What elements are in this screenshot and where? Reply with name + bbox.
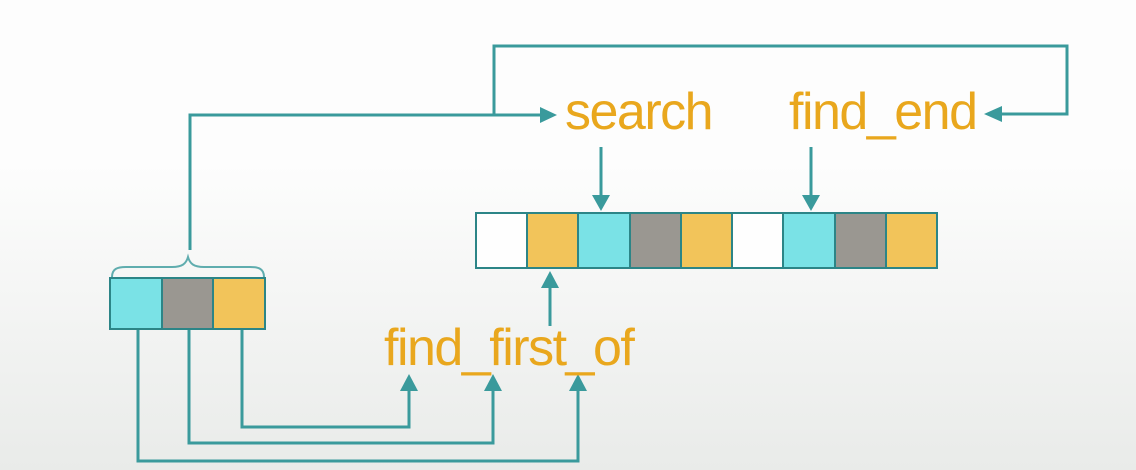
pattern-array [109,277,266,330]
pattern-cell2-connector [187,330,495,445]
array-cell-yellow [681,214,732,267]
array-cell-gray [630,214,680,267]
find-first-of-label: find_first_of [384,319,635,377]
array-cell-yellow [528,214,578,267]
pattern-cell1-connector [136,330,580,463]
search-result-arrowhead [592,195,610,211]
array-cell-cyan [784,214,834,267]
search-right-arrowhead [540,107,557,123]
pattern-cell2-arrowhead [484,374,502,391]
pattern-overbrace [111,253,265,278]
array-cell-gray [162,279,213,328]
find-end-result-arrowhead [802,195,820,211]
pattern-cell3-arrowhead [400,374,418,391]
sequence-array [475,212,938,269]
pattern-to-search-line [188,113,541,250]
find-end-left-arrowhead [984,106,1002,122]
pattern-cell3-connector [240,330,411,429]
array-cell-cyan [111,279,161,328]
array-cell-white [733,214,783,267]
array-cell-white [477,214,527,267]
find-end-label: find_end [789,83,978,141]
pattern-cell1-arrowhead [569,374,587,391]
array-cell-gray [835,214,885,267]
array-cell-cyan [579,214,629,267]
array-cell-yellow [214,279,265,328]
array-cell-yellow [886,214,936,267]
search-label: search [565,83,714,141]
find-end-loop-line [492,44,1069,116]
find-first-of-result-arrowhead [541,271,559,288]
